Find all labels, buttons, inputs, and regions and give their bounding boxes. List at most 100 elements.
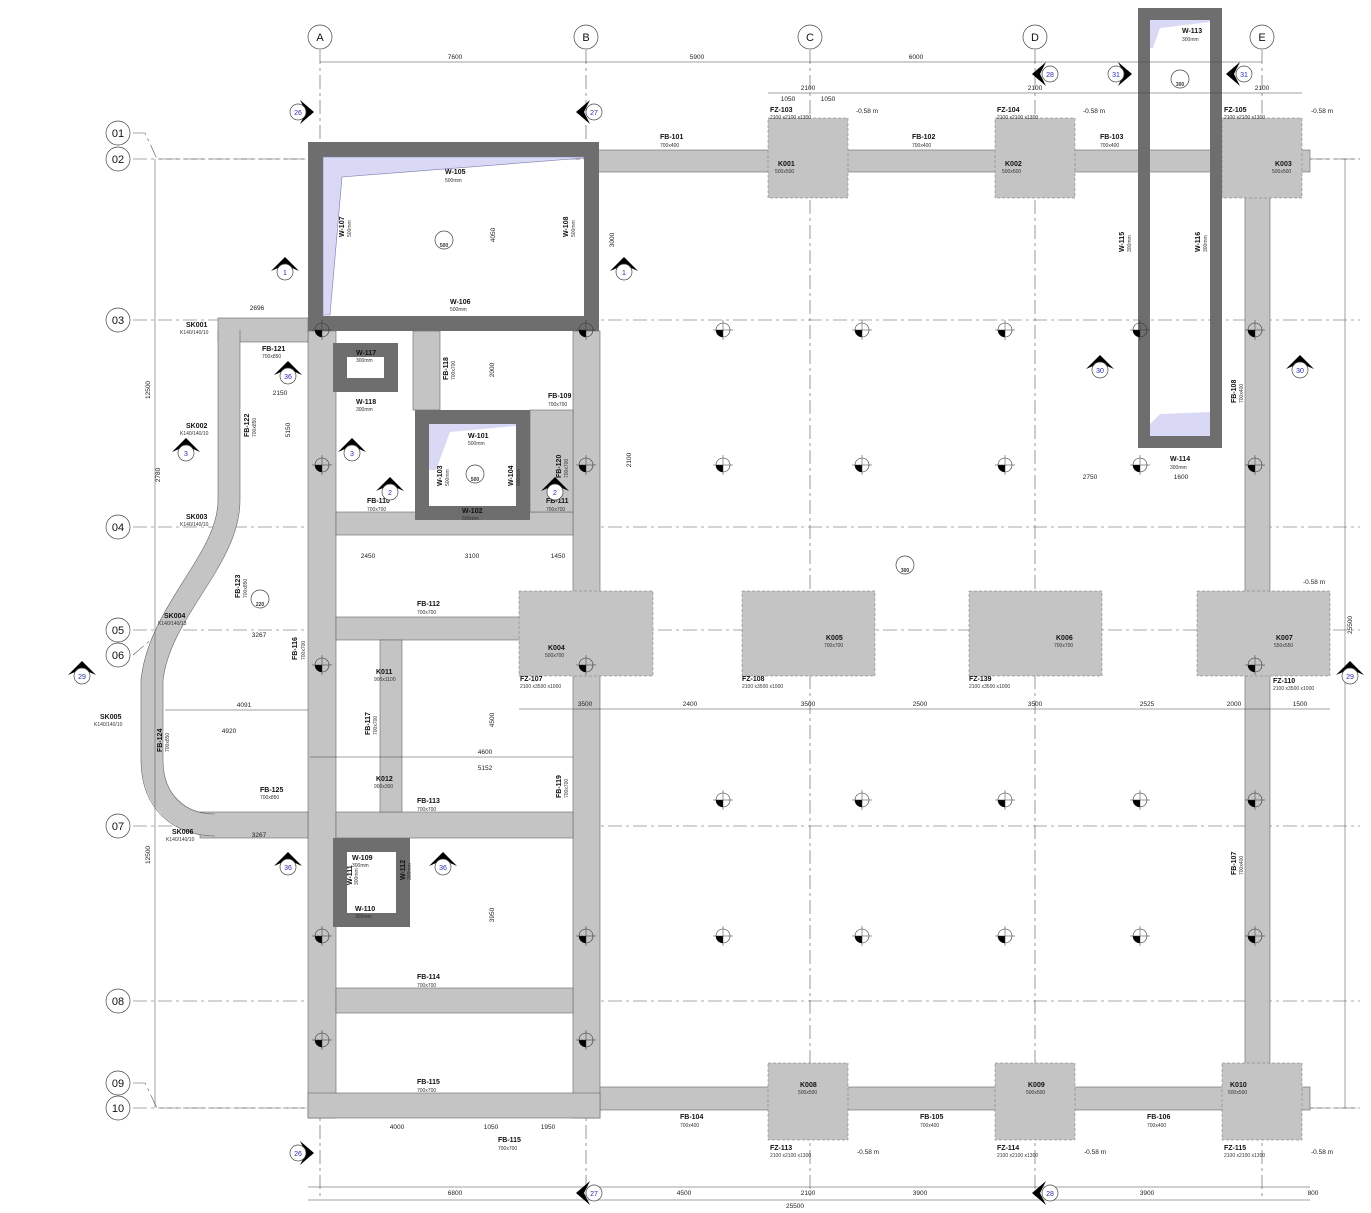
grid-bubble-02: 02 [105, 146, 131, 172]
dim-label: 1050 [821, 96, 836, 103]
dimension-text: 7600 5900 6000 6800 4500 2100 3900 3900 … [145, 54, 1354, 1210]
beam-fb122-124-curve [141, 330, 240, 836]
dim-label: 4091 [237, 702, 252, 709]
grid-label: 02 [112, 154, 124, 166]
dim-label: 800 [1308, 1190, 1319, 1197]
column-label: K007 [1276, 635, 1293, 642]
beam-size: 700x400 [660, 143, 679, 149]
footing-spec: 2100 x2100 x1300 [1224, 115, 1265, 121]
wall-w117-120 [333, 343, 398, 392]
footing-label: FZ-110 [1273, 678, 1295, 685]
svg-text:36: 36 [284, 374, 292, 381]
column-label: K001 [778, 161, 795, 168]
pile-label: SK006 [172, 829, 194, 836]
footing-label: FZ-105 [1224, 107, 1247, 114]
beam-size: 700x850 [165, 733, 171, 752]
level-label: -0.58 m [1311, 108, 1333, 115]
grid-bubble-04: 04 [105, 514, 131, 540]
footing-spec: 2100 x2100 x1300 [997, 115, 1038, 121]
beam-label: FB-121 [262, 346, 285, 353]
svg-text:3: 3 [184, 451, 188, 458]
svg-text:30: 30 [1296, 368, 1304, 375]
beam-fb104-106 [597, 1086, 1311, 1111]
wall-label: W-113 [1182, 28, 1202, 35]
svg-text:28: 28 [1046, 1191, 1054, 1198]
column-label: K012 [376, 776, 393, 783]
elevation-tag: 500 [465, 464, 485, 484]
grid-bubble-a: A [307, 24, 333, 50]
svg-text:28: 28 [1046, 72, 1054, 79]
dim-label: 2100 [1255, 85, 1270, 92]
beam-label: FB-124 [157, 729, 164, 752]
beam-size: 700x700 [498, 1146, 517, 1152]
dim-label: 3950 [489, 907, 496, 922]
dim-label: 3267 [252, 632, 267, 639]
pile-marker [1130, 320, 1150, 340]
pile-label: SK002 [186, 423, 208, 430]
wall-w101-104 [415, 410, 530, 520]
beam-size: 700x400 [680, 1123, 699, 1129]
pile-label: SK005 [100, 714, 122, 721]
dim-label: 2000 [489, 362, 496, 377]
pile-marker [1130, 926, 1150, 946]
dim-label: 2500 [913, 701, 928, 708]
elevation-tag: 500 [434, 230, 454, 250]
footing-fz103 [767, 117, 849, 199]
pile-marker [713, 926, 733, 946]
beam-label: FB-112 [417, 601, 440, 608]
wall-size: 500mm [347, 220, 353, 237]
grid-label: 08 [112, 996, 124, 1008]
wall-size: 300mm [354, 868, 360, 885]
beam-size: 700x700 [301, 641, 307, 660]
footing-fz113 [767, 1062, 849, 1141]
beam-size: 700x700 [367, 507, 386, 513]
pile-marker [1245, 790, 1265, 810]
beam-size: 700x850 [252, 418, 258, 437]
svg-text:29: 29 [78, 674, 86, 681]
elevation-value: 300 [901, 568, 910, 574]
dim-label: 1600 [1174, 474, 1189, 481]
wall-size: 500mm [516, 469, 522, 486]
footing-fz110 [1196, 590, 1331, 677]
dim-label: 1450 [551, 553, 566, 560]
footing-fz115 [1221, 1062, 1303, 1141]
wall-size: 300mm [1203, 235, 1209, 252]
wall-label: W-117 [356, 350, 376, 357]
column-size: 500x500 [798, 1090, 817, 1096]
grid-bubble-c: C [797, 24, 823, 50]
grid-label: 09 [112, 1078, 124, 1090]
section-marker-29: 29 [68, 661, 96, 685]
svg-text:1: 1 [283, 270, 287, 277]
footing-label: FZ-139 [969, 676, 992, 683]
section-marker-28: 28 [1032, 62, 1059, 86]
grid-label: 07 [112, 821, 124, 833]
pile-marker [576, 1030, 596, 1050]
section-marker-1: 1 [271, 257, 299, 281]
grid-bubbles: A B C D E 01 02 03 04 05 06 07 08 09 10 [105, 24, 1275, 1121]
beam-label: FB-118 [443, 357, 450, 380]
pile-spec: K140/140/10 [180, 522, 209, 528]
wall-w109-112 [333, 838, 410, 927]
beam-label: FB-122 [244, 414, 251, 437]
pile-spec: K140/140/13 [158, 621, 187, 627]
beam-label: FB-104 [680, 1114, 703, 1121]
dim-label: 2750 [1083, 474, 1098, 481]
beam-fb101-103 [597, 149, 1311, 173]
beam-label: FB-125 [260, 787, 283, 794]
footing-label: FZ-113 [770, 1145, 792, 1152]
dim-label: 3000 [609, 232, 616, 247]
pile-marker [1245, 455, 1265, 475]
pile-markers [312, 320, 1265, 1050]
column-size: 500x700 [545, 653, 564, 659]
elevation-value: 500 [471, 477, 480, 483]
column-size: 500x500 [1002, 169, 1021, 175]
pile-marker [995, 320, 1015, 340]
dim-label: 2150 [273, 390, 288, 397]
dim-label: 12500 [145, 846, 152, 864]
section-marker-30: 30 [1286, 355, 1314, 379]
beam-size: 700x700 [451, 361, 457, 380]
dimension-lines [154, 61, 1346, 1201]
wall-label: W-118 [356, 399, 376, 406]
column-size: 500x500 [1272, 169, 1291, 175]
section-marker-2: 2 [541, 477, 569, 501]
